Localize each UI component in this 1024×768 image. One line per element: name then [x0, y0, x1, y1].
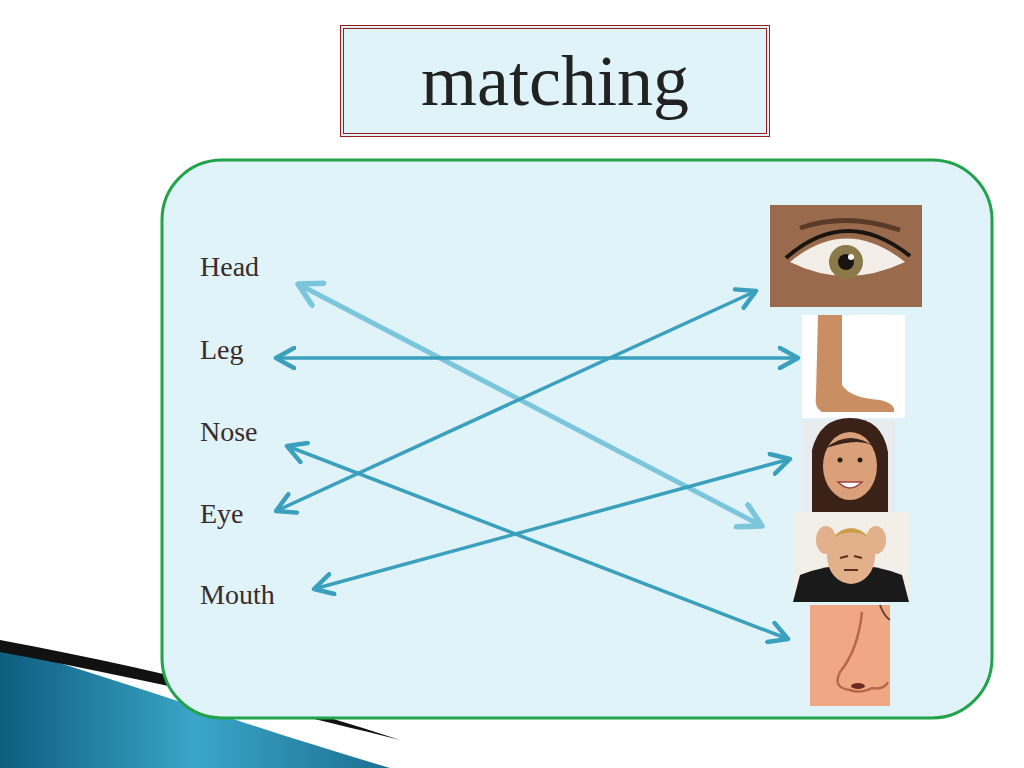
eye-picture [770, 205, 922, 307]
headache-picture [793, 512, 909, 602]
face-picture [802, 418, 895, 512]
match-arrow [287, 446, 788, 639]
match-arrow [276, 356, 798, 360]
word-label: Leg [200, 333, 244, 367]
word-label: Mouth [200, 578, 275, 612]
content-panel [162, 160, 992, 718]
title-box: matching [340, 25, 770, 137]
match-arrow [314, 459, 790, 589]
leg-picture [802, 315, 905, 418]
title-text: matching [421, 45, 689, 117]
nose-picture [810, 605, 890, 706]
word-label: Eye [200, 497, 244, 531]
word-label: Nose [200, 415, 258, 449]
match-arrow [276, 291, 756, 511]
word-label: Head [200, 250, 259, 284]
